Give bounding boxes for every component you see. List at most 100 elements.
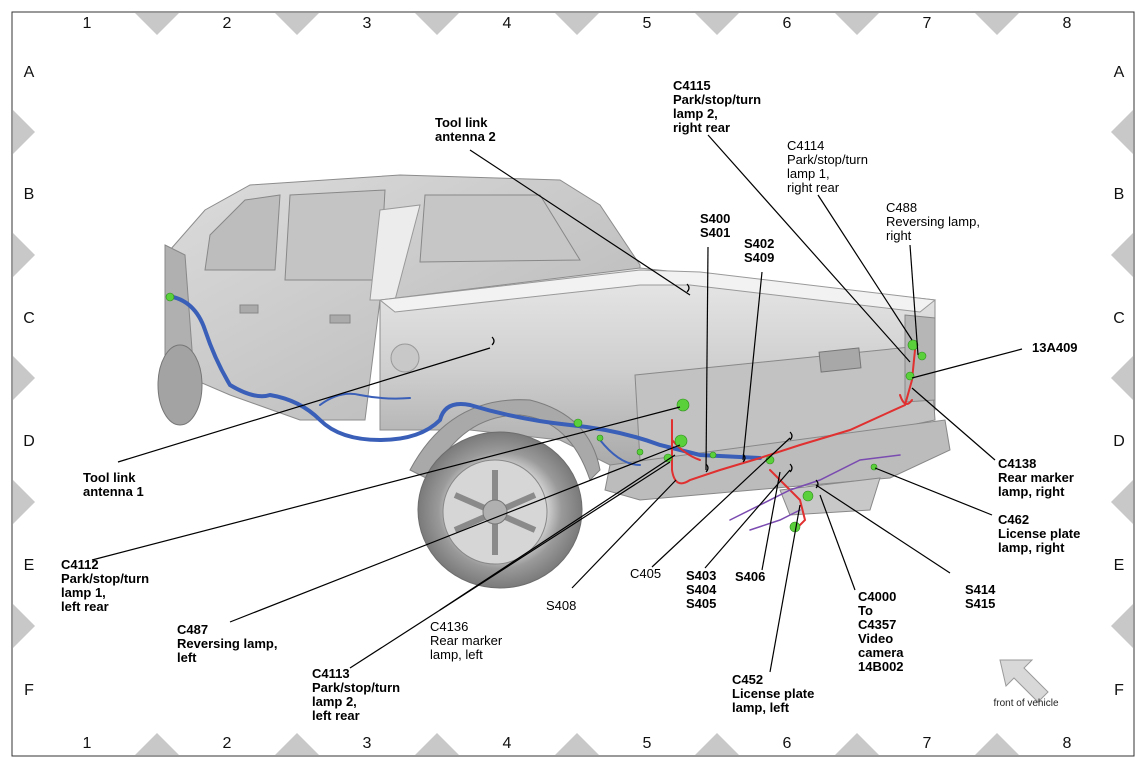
callout-line: left bbox=[177, 650, 197, 665]
grid-marker bbox=[13, 480, 35, 524]
grid-marker bbox=[1111, 110, 1133, 154]
callout-line: 13A409 bbox=[1032, 340, 1078, 355]
callout-line: S404 bbox=[686, 582, 717, 597]
callout-line: lamp 1, bbox=[787, 166, 830, 181]
grid-column-label-bottom-8: 8 bbox=[1063, 735, 1072, 752]
grid-row-label-right-E: E bbox=[1114, 557, 1125, 574]
callout-line: C4136 bbox=[430, 619, 468, 634]
callout-line: C452 bbox=[732, 672, 763, 687]
grid-row-label-right-F: F bbox=[1114, 682, 1124, 699]
grid-column-label-top-2: 2 bbox=[223, 15, 232, 32]
grid-marker bbox=[1111, 604, 1133, 648]
callout-line: S409 bbox=[744, 250, 774, 265]
grid-row-label-left-D: D bbox=[23, 433, 35, 450]
callout-s406: S406 bbox=[735, 569, 765, 584]
grid-column-label-top-8: 8 bbox=[1063, 15, 1072, 32]
callout-line: Tool link bbox=[83, 470, 136, 485]
callout-line: C4112 bbox=[61, 557, 99, 572]
callout-line: right rear bbox=[787, 180, 840, 195]
callout-line: right rear bbox=[673, 120, 730, 135]
front-of-vehicle-indicator: front of vehicle bbox=[993, 659, 1059, 709]
callout-line: To bbox=[858, 603, 873, 618]
callout-line: camera bbox=[858, 645, 904, 660]
callout-line: lamp 2, bbox=[312, 694, 357, 709]
grid-marker bbox=[555, 733, 599, 755]
location-marks bbox=[491, 283, 819, 489]
callout-line: C4114 bbox=[787, 138, 824, 153]
grid-column-label-bottom-3: 3 bbox=[363, 735, 372, 752]
callout-line: antenna 2 bbox=[435, 129, 496, 144]
grid-row-label-left-B: B bbox=[24, 186, 35, 203]
callout-line: antenna 1 bbox=[83, 484, 144, 499]
grid-column-label-bottom-5: 5 bbox=[643, 735, 652, 752]
leader-lines bbox=[91, 134, 1023, 673]
grid-marker bbox=[975, 13, 1019, 35]
grid-marker bbox=[835, 13, 879, 35]
grid-marker bbox=[415, 733, 459, 755]
grid-column-label-bottom-7: 7 bbox=[923, 735, 932, 752]
callout-line: C4115 bbox=[673, 78, 711, 93]
grid-column-label-top-6: 6 bbox=[783, 15, 792, 32]
truck-illustration bbox=[157, 174, 951, 589]
callout-line: Rear marker bbox=[430, 633, 503, 648]
callout-line: License plate bbox=[732, 686, 814, 701]
callout-line: Reversing lamp, bbox=[886, 214, 980, 229]
grid-column-label-bottom-4: 4 bbox=[503, 735, 512, 752]
callout-line: S405 bbox=[686, 596, 716, 611]
grid-marker bbox=[275, 733, 319, 755]
callout-line: Video bbox=[858, 631, 893, 646]
grid-markers bbox=[13, 13, 1133, 755]
callout-line: right bbox=[886, 228, 912, 243]
grid-row-label-left-A: A bbox=[24, 64, 35, 81]
grid-row-label-right-D: D bbox=[1113, 433, 1125, 450]
callout-line: C405 bbox=[630, 566, 661, 581]
callout-line: S415 bbox=[965, 596, 995, 611]
wiring-harness bbox=[166, 294, 916, 531]
connector-markers bbox=[165, 292, 927, 533]
grid-row-label-left-E: E bbox=[24, 557, 35, 574]
callout-line: Park/stop/turn bbox=[673, 92, 761, 107]
callout-line: Park/stop/turn bbox=[787, 152, 868, 167]
callout-line: lamp 2, bbox=[673, 106, 718, 121]
grid-marker bbox=[1111, 233, 1133, 277]
grid-column-label-top-7: 7 bbox=[923, 15, 932, 32]
grid-marker bbox=[135, 733, 179, 755]
grid-column-label-bottom-1: 1 bbox=[83, 735, 92, 752]
callout-line: lamp, right bbox=[998, 484, 1065, 499]
diagram-frame bbox=[11, 11, 1135, 757]
callout-line: S402 bbox=[744, 236, 774, 251]
callout-s408: S408 bbox=[546, 598, 576, 613]
callout-line: lamp, right bbox=[998, 540, 1065, 555]
grid-row-label-right-A: A bbox=[1114, 64, 1125, 81]
callout-13a409: 13A409 bbox=[1032, 340, 1078, 355]
grid-marker bbox=[1111, 480, 1133, 524]
grid-row-label-right-C: C bbox=[1113, 310, 1125, 327]
callout-line: S408 bbox=[546, 598, 576, 613]
callout-line: lamp, left bbox=[732, 700, 790, 715]
grid-marker bbox=[555, 13, 599, 35]
callout-line: S414 bbox=[965, 582, 996, 597]
callout-line: C4138 bbox=[998, 456, 1036, 471]
callout-line: 14B002 bbox=[858, 659, 904, 674]
grid-marker bbox=[835, 733, 879, 755]
grid-marker bbox=[695, 733, 739, 755]
callout-line: left rear bbox=[312, 708, 360, 723]
callout-line: S400 bbox=[700, 211, 730, 226]
callout-line: Reversing lamp, bbox=[177, 636, 277, 651]
callout-line: License plate bbox=[998, 526, 1080, 541]
